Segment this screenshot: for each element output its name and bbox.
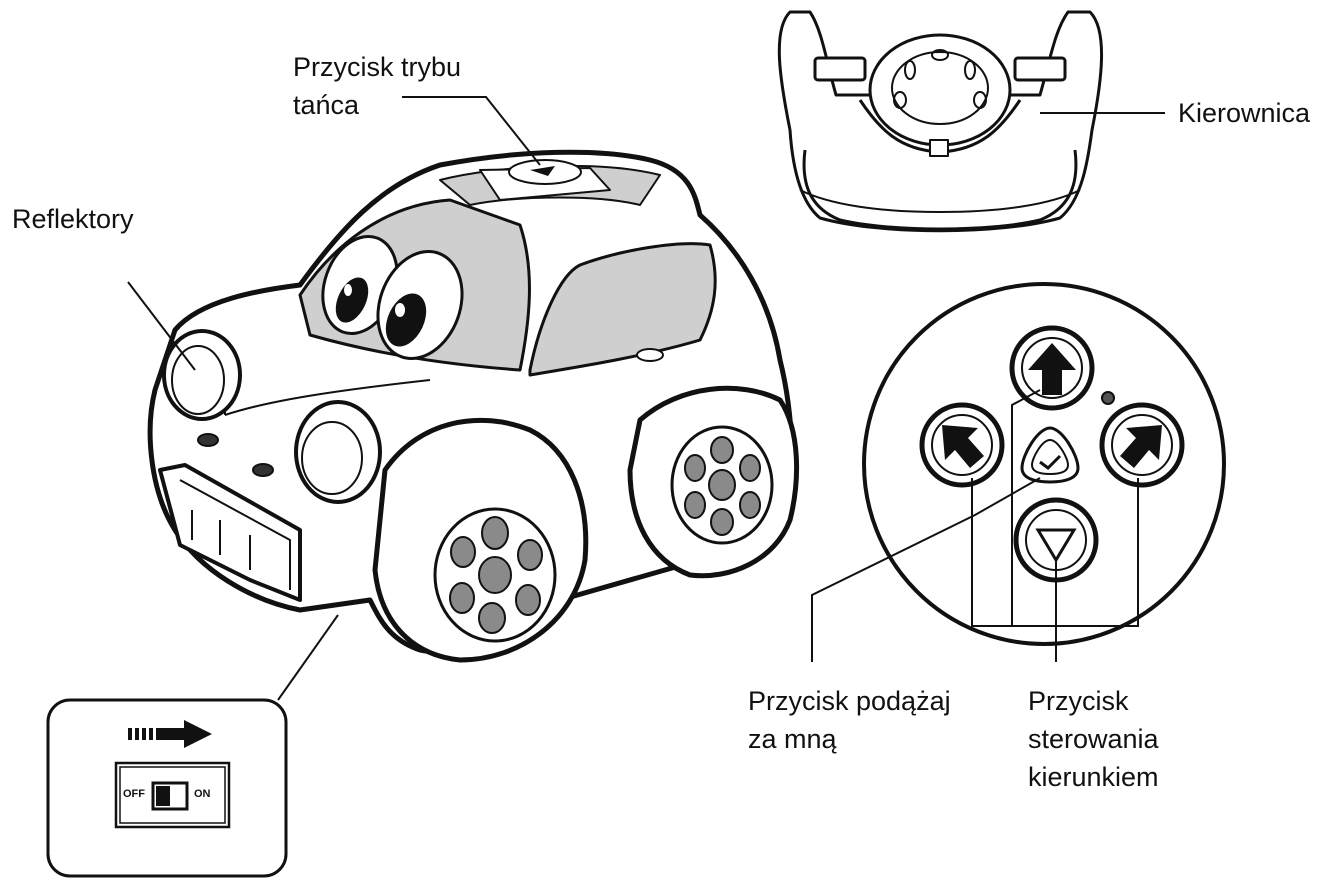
steering-wheel-label: Kierownica — [1178, 94, 1310, 132]
follow-me-label-line-1: Przycisk podążaj — [748, 682, 951, 720]
dance-button-label-line-1: Przycisk trybu — [293, 48, 461, 86]
direction-buttons-label-line-3: kierunkiem — [1028, 758, 1159, 796]
toy-car-icon — [150, 152, 796, 660]
right-arrow-button — [1102, 405, 1182, 485]
follow-me-label: Przycisk podążaj za mną — [748, 682, 951, 758]
dance-button-label-line-2: tańca — [293, 86, 461, 124]
power-switch-callout — [48, 700, 286, 876]
dance-button-label: Przycisk trybu tańca — [293, 48, 461, 124]
switch-leader-line — [278, 615, 338, 700]
switch-on-label: ON — [194, 788, 211, 800]
left-arrow-button — [922, 405, 1002, 485]
up-arrow-button — [1012, 328, 1092, 408]
follow-me-label-line-2: za mną — [748, 720, 951, 758]
direction-buttons-label: Przycisk sterowania kierunkiem — [1028, 682, 1159, 796]
switch-off-label: OFF — [123, 788, 145, 800]
round-remote-icon — [864, 284, 1224, 644]
direction-buttons-label-line-1: Przycisk — [1028, 682, 1159, 720]
direction-buttons-label-line-2: sterowania — [1028, 720, 1159, 758]
headlights-label: Reflektory — [12, 200, 134, 238]
steering-wheel-icon — [779, 12, 1101, 231]
